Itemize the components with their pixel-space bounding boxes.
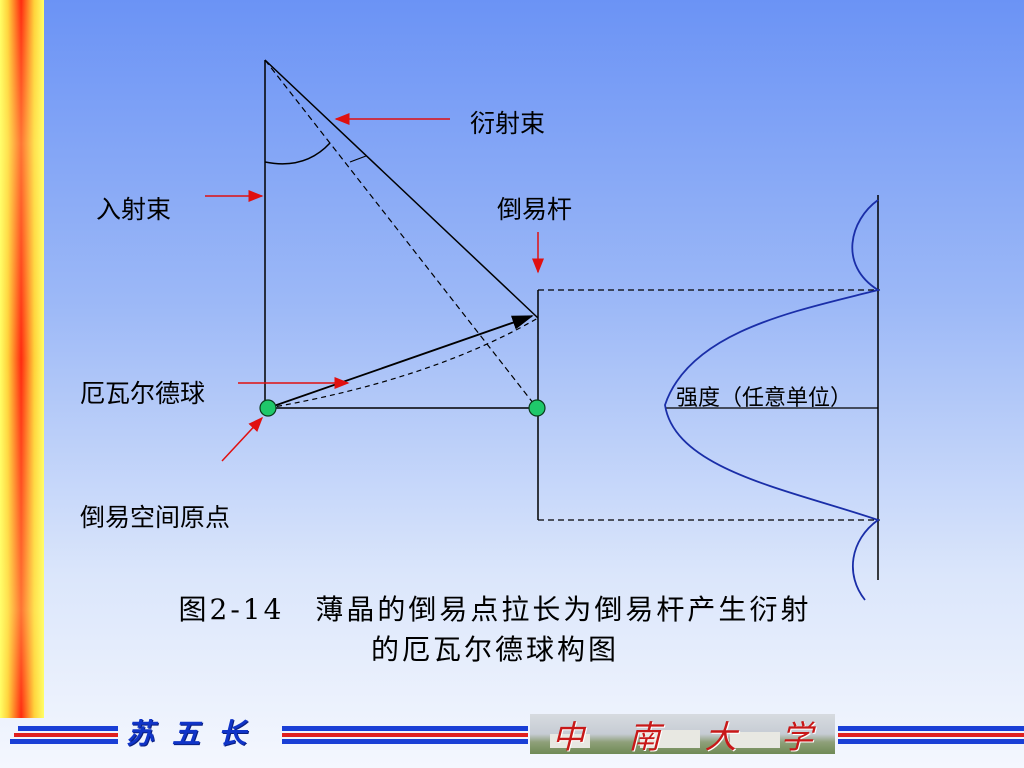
footer-stripes	[0, 720, 1024, 768]
university-char-4: 学	[780, 718, 813, 754]
university-char-3: 大	[704, 718, 737, 754]
caption-line-1: 图2-14 薄晶的倒易点拉长为倒易杆产生衍射	[178, 593, 812, 626]
author-name: 苏五长	[126, 717, 265, 750]
dashed-radius-line	[264, 59, 538, 409]
reciprocal-point-node	[528, 399, 546, 417]
reciprocal-origin-node	[259, 399, 277, 417]
intensity-curve	[664, 199, 881, 601]
decorative-side-bar	[0, 0, 44, 718]
university-banner: 中 南 大 学	[530, 714, 835, 754]
ewald-sphere-label: 厄瓦尔德球	[80, 379, 206, 408]
diffracted-beam-line	[264, 59, 539, 319]
scattering-vector	[267, 315, 534, 409]
intensity-label: 强度（任意单位）	[676, 386, 853, 411]
ewald-sphere-arc	[267, 317, 539, 409]
reciprocal-rod-label: 倒易杆	[497, 195, 573, 224]
angle-arc	[264, 142, 331, 165]
reciprocal-origin-label: 倒易空间原点	[80, 503, 231, 532]
university-char-1: 中	[552, 718, 585, 754]
angle-tick	[349, 155, 367, 163]
incident-beam-label: 入射束	[96, 195, 172, 224]
origin-arrow	[221, 416, 264, 462]
diffracted-beam-label: 衍射束	[470, 109, 546, 138]
university-char-2: 南	[628, 718, 661, 754]
figure-caption: 图2-14 薄晶的倒易点拉长为倒易杆产生衍射 的厄瓦尔德球构图	[120, 590, 870, 670]
caption-line-2: 的厄瓦尔德球构图	[370, 633, 619, 666]
